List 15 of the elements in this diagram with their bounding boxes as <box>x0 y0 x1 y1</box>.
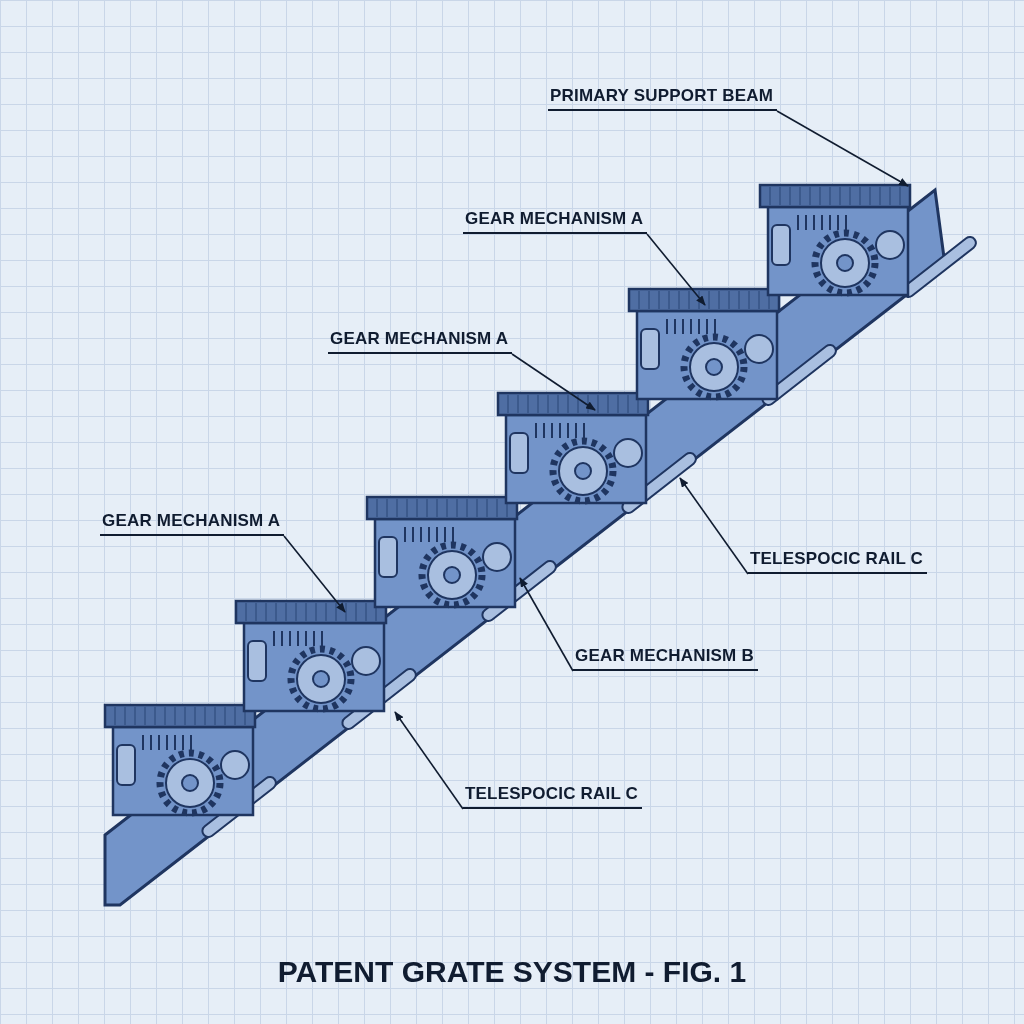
figure-title: PATENT GRATE SYSTEM - FIG. 1 <box>276 955 748 989</box>
part-label: PRIMARY SUPPORT BEAM <box>548 86 778 111</box>
leader-line <box>394 711 464 810</box>
part-label: GEAR MECHANISM B <box>573 646 758 671</box>
leader-line <box>776 110 909 187</box>
part-label: GEAR MECHANISM A <box>100 511 285 536</box>
part-label: TELESPOCIC RAIL C <box>463 784 643 809</box>
leader-line <box>679 477 749 575</box>
part-label: TELESPOCIC RAIL C <box>748 549 928 574</box>
part-label: GEAR MECHANISM A <box>328 329 513 354</box>
part-label: GEAR MECHANISM A <box>463 209 648 234</box>
leader-line <box>646 233 706 306</box>
leader-line <box>511 353 596 411</box>
leader-line <box>519 577 574 672</box>
leader-line <box>283 535 346 613</box>
